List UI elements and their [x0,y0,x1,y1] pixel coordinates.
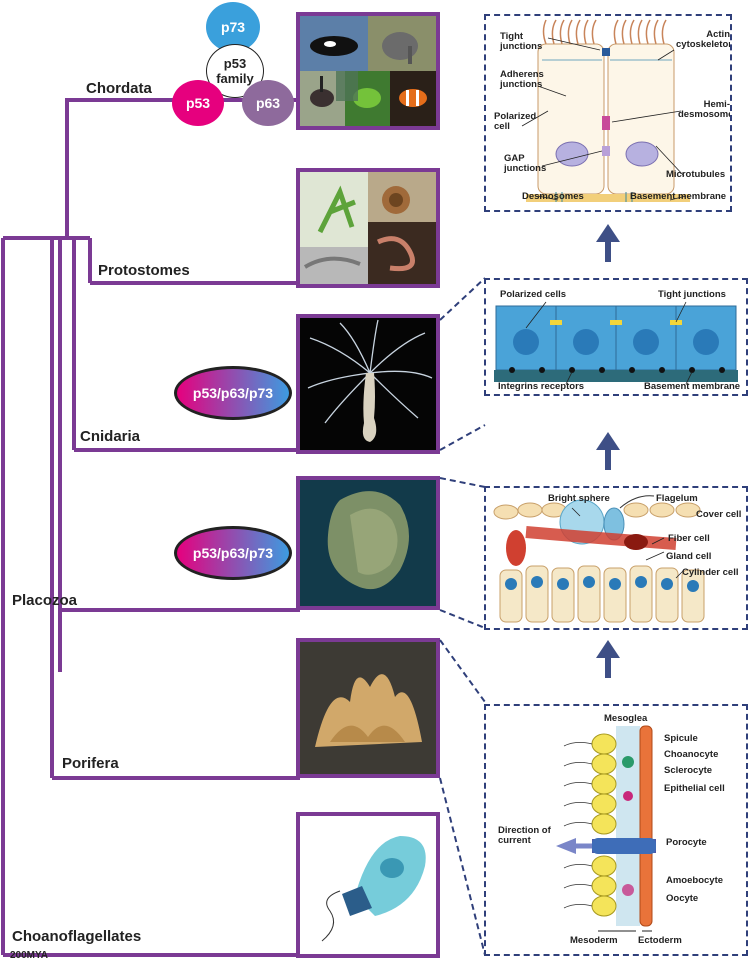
placozoa-cell-panel: Bright sphere Flagelum Cover cell Fiber … [484,486,748,630]
label-adherens-junctions: Adherens junctions [500,69,544,90]
cnidaria-photo [296,314,440,454]
taxon-choanoflagellates: Choanoflagellates [12,928,142,945]
porifera-cell-panel: Mesoglea Spicule Choanocyte Sclerocyte E… [484,704,748,956]
choanoflagellate-photo [296,812,440,958]
label-actin-cytoskeleton: Actin cytoskeleton [676,29,732,50]
label-tight-junctions-cnidaria: Tight junctions [658,289,726,300]
label-polarized-cells: Polarized cells [500,289,567,300]
label-desmosomes: Desmosomes [522,191,584,202]
placozoa-photo [296,476,440,610]
label-direction-of-current: Direction of current [498,825,551,846]
taxon-placozoa: Placozoa [12,592,78,609]
label-flagelum: Flagelum [656,493,698,504]
cnidaria-epithelium-panel: Polarized cells Tight junctions Integrin… [484,278,748,396]
label-mesoderm: Mesoderm [570,935,618,946]
taxon-cnidaria: Cnidaria [80,428,141,445]
label-cylinder-cell: Cylinder cell [682,567,739,578]
chordata-epithelium-panel: Tight junctions Actin cytoskeleton Adher… [484,14,732,212]
label-basement-membrane: Basement membrane [630,191,727,202]
cnidaria-p53-badge: p53/p63/p73 [174,366,292,420]
label-porocyte: Porocyte [666,837,707,848]
label-ectoderm: Ectoderm [638,935,682,946]
label-basement-membrane-cnidaria: Basement membrane [644,381,741,392]
label-microtubules: Microtubules [666,169,726,180]
chordata-photo [296,12,440,130]
porifera-photo [296,638,440,778]
scale-bar-label: 200MYA [10,950,48,961]
p53-circle: p53 [172,80,224,126]
label-tight-junctions: Tight junctions [500,31,543,52]
label-oocyte: Oocyte [666,893,699,904]
label-amoebocyte: Amoebocyte [666,875,724,886]
label-polarized-cell: Polarized cell [494,111,537,132]
label-mesoglea: Mesoglea [604,713,648,724]
label-fiber-cell: Fiber cell [668,533,710,544]
label-epithelial-cell: Epithelial cell [664,783,725,794]
label-bright-sphere: Bright sphere [548,493,610,504]
label-hemidesmosomes: Hemi-desmosomes [678,99,730,120]
label-choanocyte: Choanocyte [664,749,719,760]
p63-circle: p63 [242,80,294,126]
label-spicule: Spicule [664,733,698,744]
taxon-protostomes: Protostomes [98,262,190,279]
placozoa-p53-badge: p53/p63/p73 [174,526,292,580]
label-sclerocyte: Sclerocyte [664,765,713,776]
p73-circle: p73 [206,2,260,52]
taxon-chordata: Chordata [86,80,152,97]
taxon-porifera: Porifera [62,755,119,772]
protostomes-photo [296,168,440,288]
label-cover-cell: Cover cell [696,509,742,520]
label-gap-junctions: GAP junctions [504,153,547,174]
label-gland-cell: Gland cell [666,551,712,562]
label-integrins-receptors: Integrins receptors [498,381,585,392]
